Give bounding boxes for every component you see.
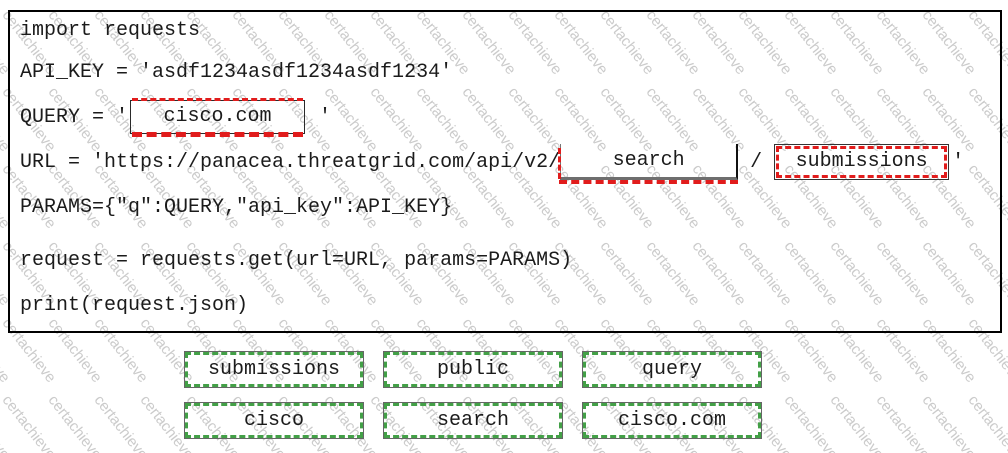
- watermark-text: certachieve: [367, 0, 428, 1]
- watermark-text: certachieve: [597, 0, 658, 1]
- watermark-text: certachieve: [505, 0, 566, 1]
- watermark-text: certachieve: [91, 0, 152, 1]
- watermark-text: certachieve: [275, 0, 336, 1]
- watermark-text: certachieve: [229, 0, 290, 1]
- watermark-text: certachieve: [459, 0, 520, 1]
- query-suffix-text: ': [307, 106, 332, 129]
- watermark-text: certachieve: [137, 0, 198, 1]
- watermark-text: certachieve: [689, 0, 750, 1]
- watermark-text: certachieve: [321, 0, 382, 1]
- code-line-request: request = requests.get(url=URL, params=P…: [20, 249, 573, 272]
- code-line-params: PARAMS={"q":QUERY,"api_key":API_KEY}: [20, 196, 453, 219]
- query-prefix-text: QUERY = ': [20, 106, 129, 129]
- watermark-text: certachieve: [0, 392, 14, 453]
- code-block: import requests API_KEY = 'asdf1234asdf1…: [10, 12, 1000, 328]
- code-panel: import requests API_KEY = 'asdf1234asdf1…: [8, 10, 1002, 333]
- watermark-text: certachieve: [44, 392, 106, 453]
- option-cisco[interactable]: cisco: [184, 402, 364, 439]
- code-line-url: URL = 'https://panacea.threatgrid.com/ap…: [20, 140, 1000, 185]
- watermark-text: certachieve: [413, 0, 474, 1]
- watermark-text: certachieve: [827, 0, 888, 1]
- watermark-text: certachieve: [45, 0, 106, 1]
- watermark-text: certachieve: [551, 0, 612, 1]
- watermark-text: certachieve: [183, 0, 244, 1]
- option-public[interactable]: public: [383, 351, 563, 388]
- options-row-1: submissions public query: [184, 351, 762, 388]
- code-line-api-key: API_KEY = 'asdf1234asdf1234asdf1234': [20, 61, 453, 84]
- watermark-text: certachieve: [735, 0, 796, 1]
- watermark-text: certachieve: [872, 392, 934, 453]
- drop-zone-url-path-2[interactable]: submissions: [774, 143, 950, 180]
- code-line-query: QUERY = 'cisco.com ': [20, 95, 1000, 140]
- drop-zone-url-path-1[interactable]: search: [558, 143, 739, 184]
- watermark-text: certachieve: [873, 0, 934, 1]
- option-cisco-com[interactable]: cisco.com: [582, 402, 762, 439]
- option-query[interactable]: query: [582, 351, 762, 388]
- url-prefix-text: URL = 'https://panacea.threatgrid.com/ap…: [20, 151, 561, 174]
- drop-zone-query-value[interactable]: cisco.com: [130, 97, 306, 137]
- watermark-text: certachieve: [643, 0, 704, 1]
- watermark-text: certachieve: [964, 392, 1008, 453]
- url-separator-text: /: [738, 151, 775, 174]
- code-line-print: print(request.json): [20, 294, 249, 317]
- watermark-text: certachieve: [780, 392, 842, 453]
- watermark-text: certachieve: [0, 392, 60, 453]
- watermark-text: certachieve: [0, 0, 59, 1]
- watermark-text: certachieve: [0, 0, 13, 1]
- option-submissions[interactable]: submissions: [184, 351, 364, 388]
- option-search[interactable]: search: [383, 402, 563, 439]
- watermark-text: certachieve: [826, 392, 888, 453]
- watermark-text: certachieve: [781, 0, 842, 1]
- watermark-text: certachieve: [965, 0, 1008, 1]
- watermark-text: certachieve: [90, 392, 152, 453]
- watermark-text: certachieve: [918, 392, 980, 453]
- options-row-2: cisco search cisco.com: [184, 402, 762, 439]
- code-line-import: import requests: [20, 19, 201, 42]
- watermark-text: certachieve: [919, 0, 980, 1]
- url-suffix-text: ': [952, 151, 965, 174]
